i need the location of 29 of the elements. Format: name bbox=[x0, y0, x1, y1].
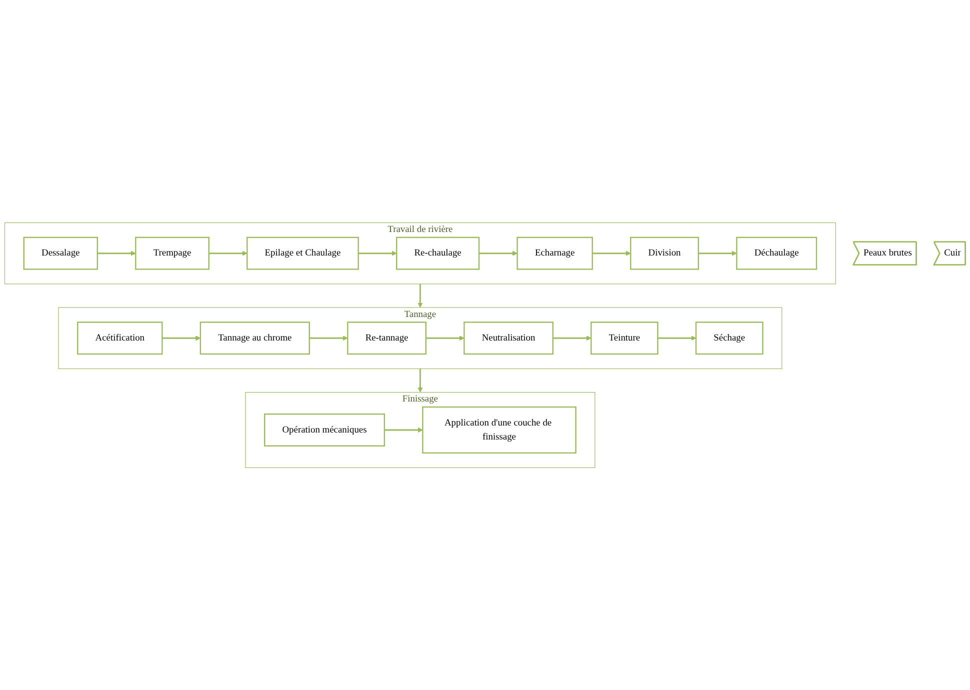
arrow bbox=[208, 250, 248, 256]
node-box: Déchaulage bbox=[736, 236, 818, 270]
node-box: Tannage au chrome bbox=[200, 321, 310, 354]
node-box: Opération mécaniques bbox=[264, 413, 385, 446]
arrow bbox=[552, 335, 592, 341]
node-box: Trempage bbox=[135, 236, 210, 270]
node-box: Re-chaulage bbox=[396, 236, 480, 270]
node-box: Séchage bbox=[695, 321, 764, 354]
node-box: Teinture bbox=[590, 321, 658, 354]
node-box: Epilage et Chaulage bbox=[246, 236, 359, 270]
node-box: Dessalage bbox=[23, 236, 98, 270]
arrow bbox=[592, 250, 631, 256]
node-box: Re-tannage bbox=[347, 321, 426, 354]
arrow bbox=[418, 368, 423, 392]
node-box: Neutralisation bbox=[464, 321, 554, 354]
arrow bbox=[162, 335, 201, 341]
node-box: Application d'une couche de finissage bbox=[422, 406, 576, 454]
arrow bbox=[418, 284, 423, 308]
node-box: Acétification bbox=[77, 321, 163, 354]
node-box: Echarnage bbox=[516, 236, 593, 270]
arrow bbox=[384, 427, 423, 432]
arrow bbox=[698, 250, 737, 256]
arrow bbox=[358, 250, 397, 256]
arrow bbox=[97, 250, 136, 256]
arrow bbox=[479, 250, 518, 256]
arrow bbox=[658, 335, 696, 341]
node-box: Division bbox=[630, 236, 700, 270]
arrow bbox=[426, 335, 464, 341]
arrow bbox=[309, 335, 348, 341]
